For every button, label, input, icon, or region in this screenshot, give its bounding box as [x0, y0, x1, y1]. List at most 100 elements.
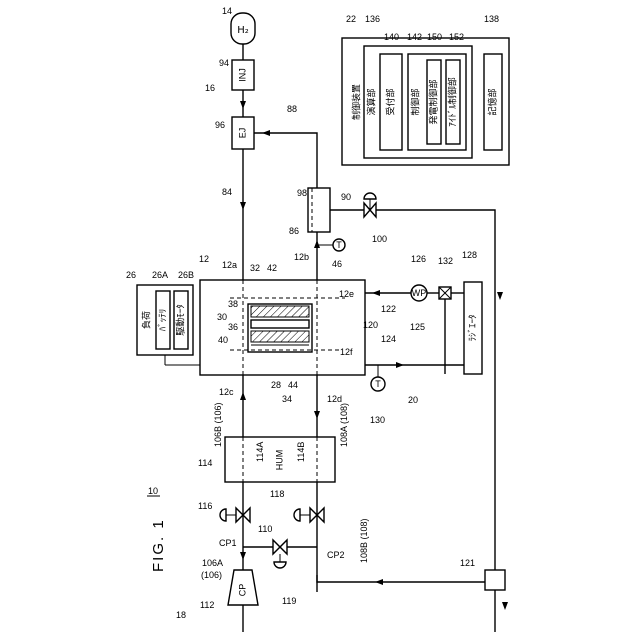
anode-layer — [251, 331, 309, 342]
ref-142: 142 — [407, 32, 422, 42]
radiator-label: ﾗｼﾞｴｰﾀ — [468, 314, 479, 341]
ref-118: 118 — [270, 489, 284, 499]
ref-12a: 12a — [222, 260, 237, 270]
ref-128: 128 — [462, 250, 477, 260]
ref-110: 110 — [258, 524, 272, 534]
ref-124: 124 — [381, 334, 396, 344]
idle-ctrl-label: ｱｲﾄﾞﾙ制御部 — [447, 77, 459, 127]
flow-arrow — [262, 130, 270, 136]
ref-32: 32 — [250, 263, 260, 273]
ref-86: 86 — [289, 226, 299, 236]
ref-34: 34 — [282, 394, 292, 404]
ref-94: 94 — [219, 58, 229, 68]
ref-114B: 114B — [296, 442, 306, 462]
ref-132: 132 — [438, 256, 453, 266]
coolant-temp-label: T — [375, 379, 381, 389]
system-ref: 10 — [148, 486, 158, 496]
air-supply-system: 106B (106) 108A (108) HUM 114 114A 114B … — [176, 375, 508, 632]
ref-150: 150 — [427, 32, 442, 42]
ref-44: 44 — [288, 380, 298, 390]
ref-140: 140 — [384, 32, 399, 42]
diluter-box — [485, 570, 505, 590]
ref-121: 121 — [460, 558, 475, 568]
temp-sensor-label: T — [336, 240, 342, 250]
electrolyte-membrane — [251, 320, 309, 328]
bypass-valve-119 — [273, 540, 287, 554]
ref-126: 126 — [411, 254, 426, 264]
battery-label: ﾊﾞｯﾃﾘ — [158, 309, 169, 332]
flow-arrow — [240, 202, 246, 210]
ref-96: 96 — [215, 120, 225, 130]
ref-119: 119 — [282, 596, 296, 606]
ref-152: 152 — [449, 32, 464, 42]
ref-106a: 106A — [202, 558, 223, 568]
ref-108b: 108B (108) — [359, 518, 369, 563]
storage-label: 記憶部 — [487, 88, 499, 115]
ref-12e: 12e — [339, 289, 354, 299]
ref-12d: 12d — [327, 394, 342, 404]
hydrogen-return-line — [254, 133, 317, 188]
ref-22: 22 — [346, 14, 356, 24]
ref-20: 20 — [408, 395, 418, 405]
control-unit-label: 制御部 — [410, 88, 422, 115]
drain-discharge-line — [376, 210, 495, 570]
ref-100: 100 — [372, 234, 387, 244]
calc-unit-label: 演算部 — [366, 88, 378, 115]
ref-90: 90 — [341, 192, 351, 202]
ref-26: 26 — [126, 270, 136, 280]
ref-12f: 12f — [340, 347, 353, 357]
ref-cp1: CP1 — [219, 538, 237, 548]
ref-40: 40 — [218, 335, 228, 345]
flow-arrow — [240, 101, 246, 109]
ref-116: 116 — [198, 501, 212, 511]
cooling-system: WP 126 132 ﾗｼﾞｴｰﾀ 128 120 122 124 125 T … — [363, 250, 503, 425]
humidifier-label: HUM — [274, 450, 284, 471]
load-label: 負荷 — [141, 311, 153, 329]
receiver-label: 受付部 — [385, 88, 397, 115]
ref-108a: 108A (108) — [339, 403, 349, 447]
ref-26A: 26A — [152, 270, 168, 280]
ref-cp2: CP2 — [327, 550, 345, 560]
drive-motor-label: 駆動ﾓｰﾀ — [176, 304, 187, 336]
ref-114: 114 — [198, 458, 212, 468]
ref-98: 98 — [297, 188, 307, 198]
ref-28: 28 — [271, 380, 281, 390]
ref-138: 138 — [484, 14, 499, 24]
ref-12b: 12b — [294, 252, 309, 262]
ref-36: 36 — [228, 322, 238, 332]
water-pump-label: WP — [412, 288, 427, 298]
ref-120: 120 — [363, 320, 378, 330]
ref-88: 88 — [287, 104, 297, 114]
injector-label: INJ — [237, 68, 247, 82]
controller-unit: 制御装置 22 演算部 136 受付部 140 制御部 142 発電制御部 15… — [342, 14, 509, 165]
ref-114A: 114A — [255, 442, 265, 462]
gas-liquid-separator — [308, 188, 330, 232]
ref-106a-paren: (106) — [201, 570, 222, 580]
ref-125: 125 — [410, 322, 425, 332]
ref-30: 30 — [217, 312, 227, 322]
ref-14: 14 — [222, 6, 232, 16]
flow-arrow — [314, 240, 320, 248]
discharge-to-diluter — [317, 575, 485, 582]
bypass-valve-actuator — [274, 562, 286, 568]
ref-26B: 26B — [178, 270, 194, 280]
outlet-valve-actuator — [294, 509, 300, 521]
ref-122: 122 — [381, 304, 396, 314]
cathode-layer — [251, 306, 309, 317]
ref-46: 46 — [332, 259, 342, 269]
ref-12c: 12c — [219, 387, 234, 397]
fuel-cell-stack: 12 32 42 38 30 36 40 28 44 34 12c 12d 12… — [199, 254, 365, 404]
drain-valve-actuator — [364, 193, 376, 199]
hydrogen-tank-label: H₂ — [237, 25, 249, 36]
ref-136: 136 — [365, 14, 380, 24]
ejector-label: EJ — [237, 128, 247, 139]
power-ctrl-label: 発電制御部 — [428, 79, 440, 124]
ref-16: 16 — [205, 83, 215, 93]
compressor-label: CP — [237, 584, 247, 597]
ref-38: 38 — [228, 299, 238, 309]
ref-12: 12 — [199, 254, 209, 264]
ref-18: 18 — [176, 610, 186, 620]
controller-label: 制御装置 — [351, 84, 363, 120]
